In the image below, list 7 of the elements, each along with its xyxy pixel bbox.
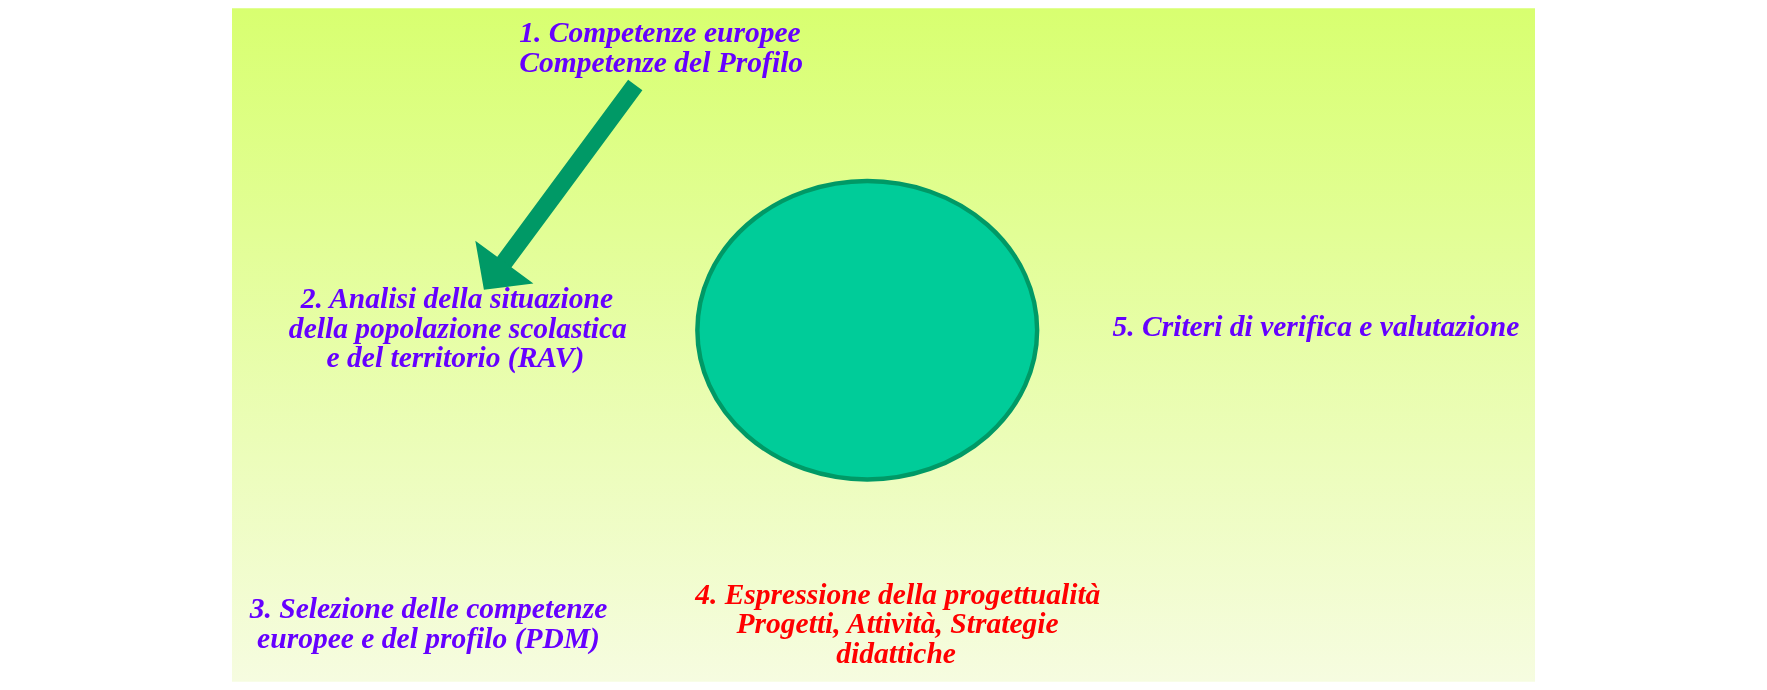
- label: 3. Selezione delle competenze europee e del profilo (PDM): [249, 592, 608, 654]
- label: 4. Espressione della progettualità Progetti, Attività, Strategie didattiche: [695, 577, 1101, 669]
- node-text: 1. Competenze europee Competenze del Profilo: [519, 16, 804, 78]
- arrow: [475, 79, 643, 290]
- node-circle: [695, 178, 1040, 482]
- label: 5. Criteri di verifica e valutazione: [1112, 310, 1520, 343]
- node-text: 2. Analisi della situazione della popolazione scolastica e del territorio (RAV): [288, 282, 627, 374]
